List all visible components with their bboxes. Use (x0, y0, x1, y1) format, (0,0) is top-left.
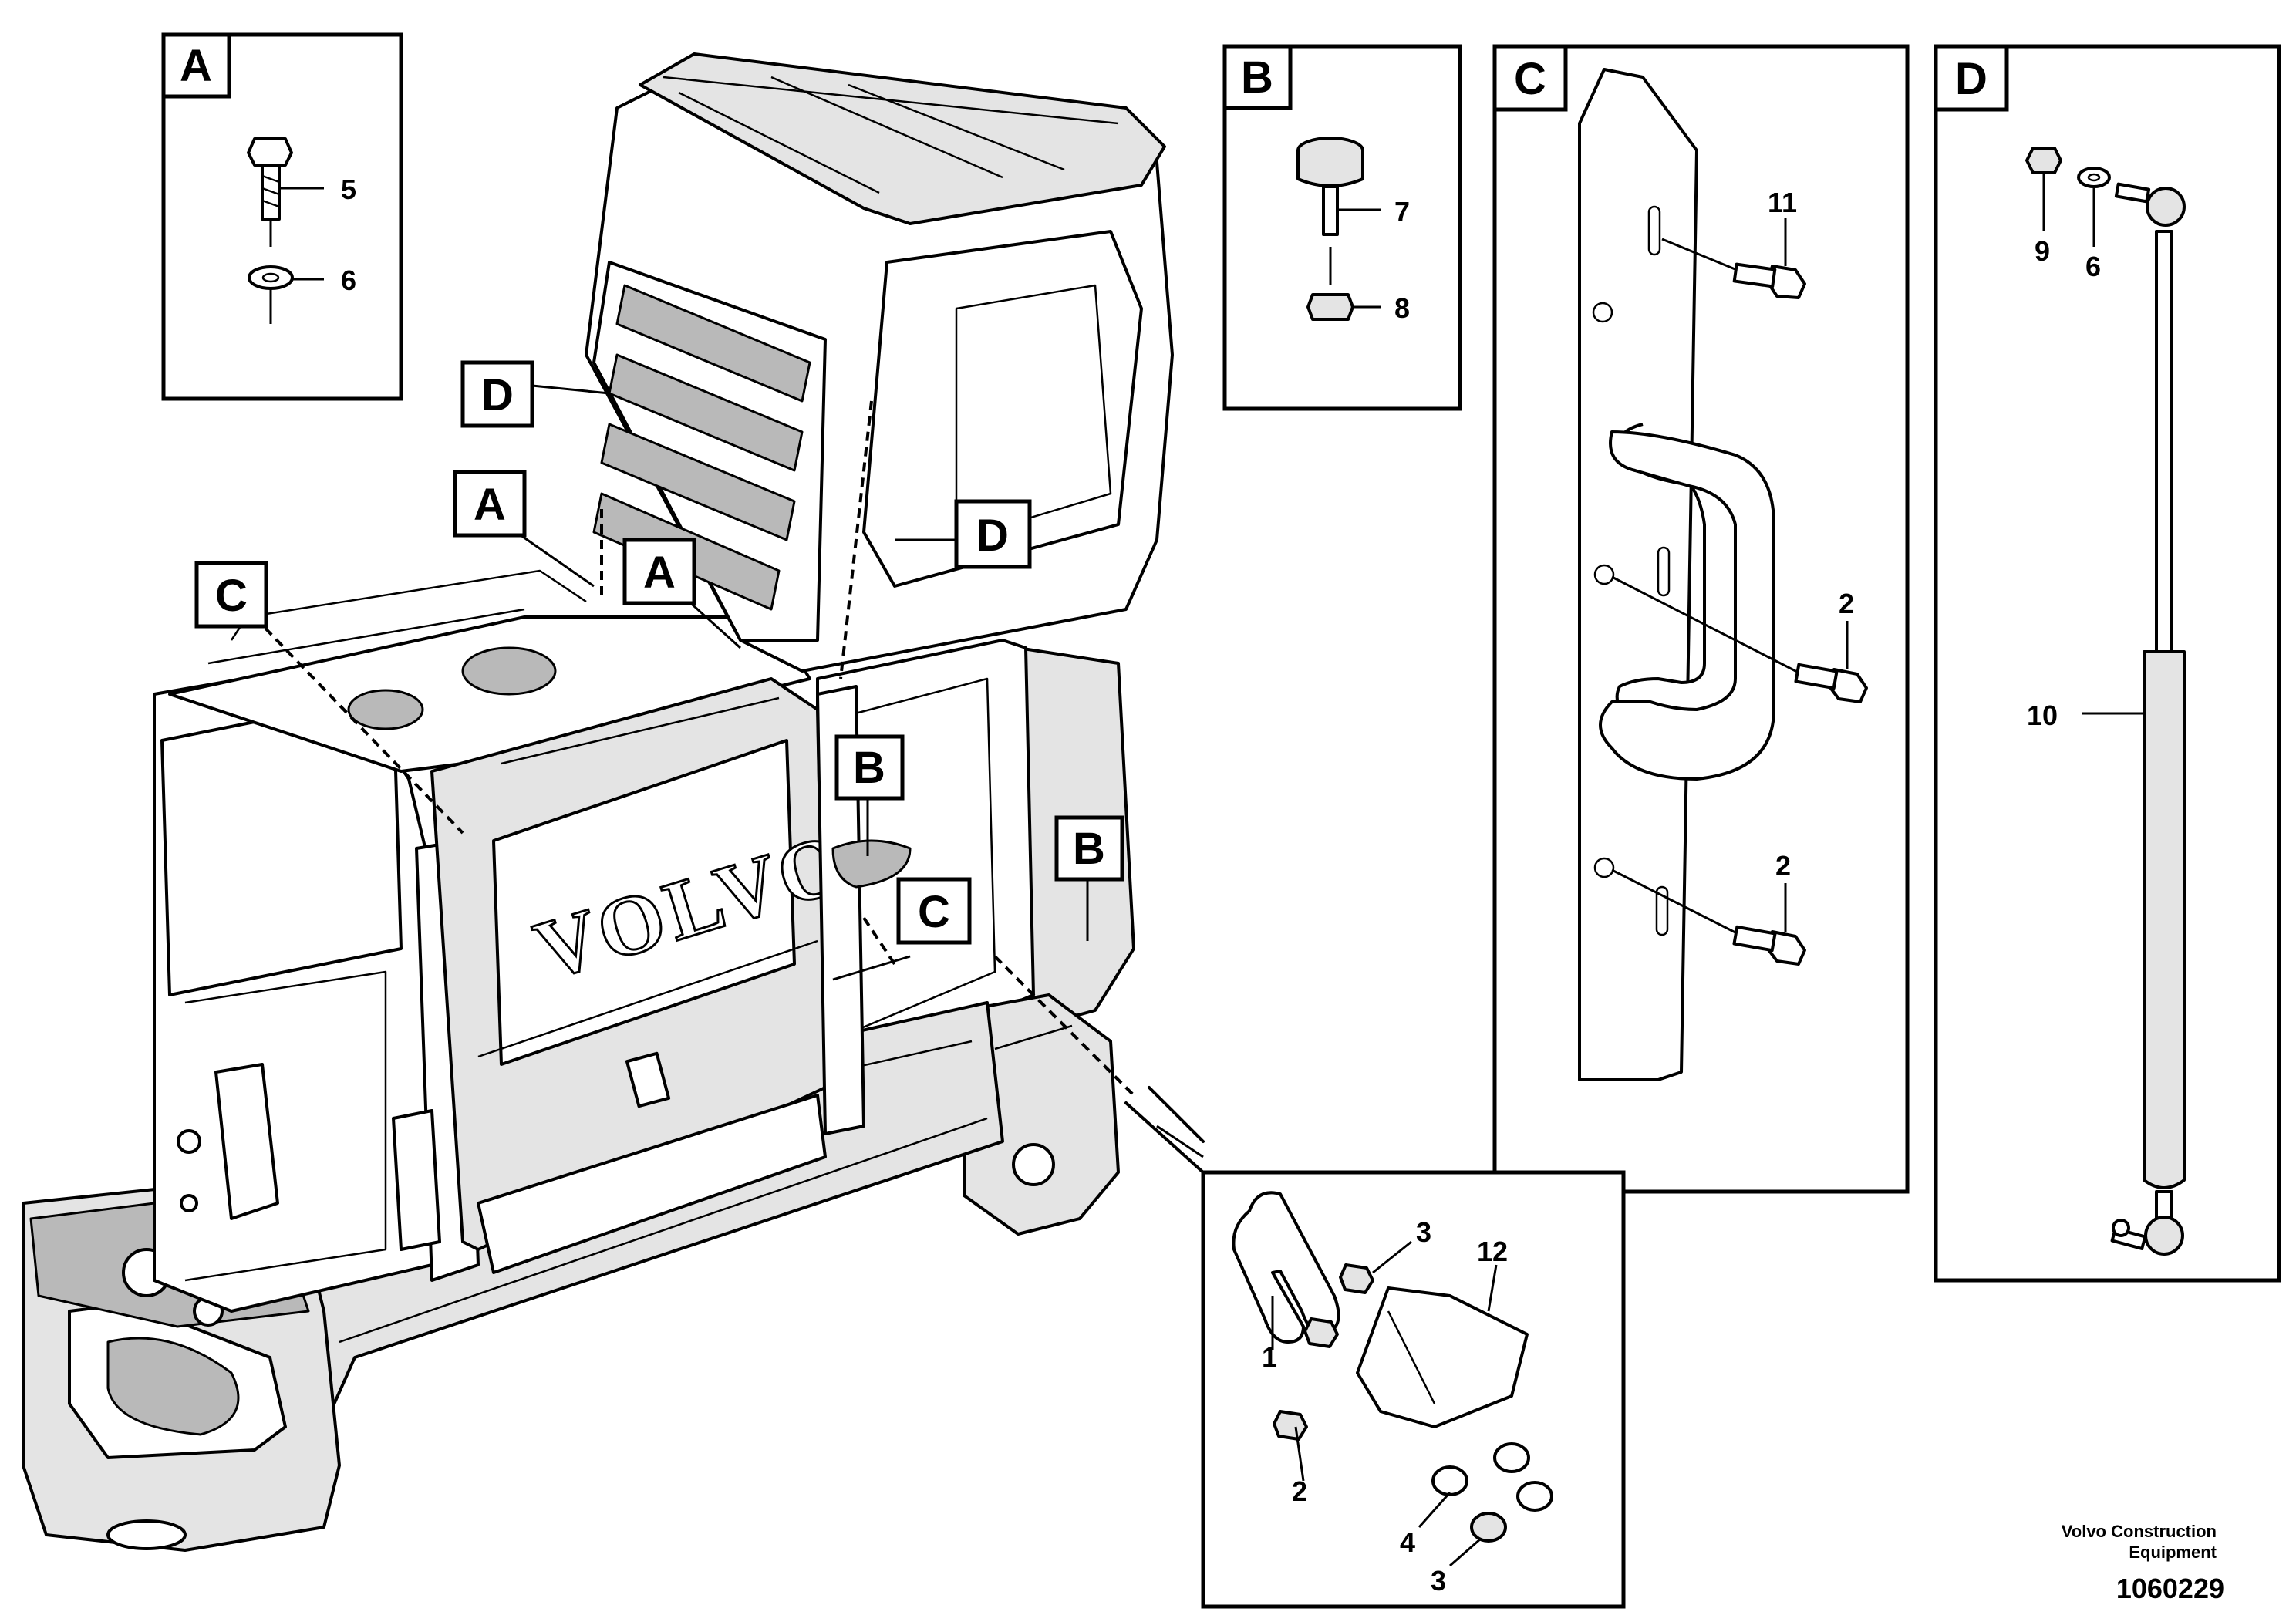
svg-text:C: C (1514, 54, 1546, 104)
svg-text:A: A (474, 480, 506, 530)
part-label-11: 11 (1768, 187, 1797, 218)
svg-text:B: B (1073, 824, 1105, 874)
callout-tag-d-left: D (460, 360, 534, 428)
drawing-number: 1060229 (2116, 1573, 2224, 1604)
svg-text:B: B (1241, 52, 1273, 103)
part-label-8: 8 (1394, 292, 1410, 324)
part-label-2-bracket: 2 (1292, 1475, 1307, 1507)
detail-a-panel: A 5 6 (161, 32, 403, 401)
svg-text:C: C (918, 887, 950, 937)
part-label-12: 12 (1477, 1236, 1508, 1267)
detail-b-panel: B 7 8 (1222, 44, 1462, 411)
part-label-3-lower: 3 (1431, 1565, 1446, 1597)
main-frame-assembly: VOLVO (22, 569, 1135, 1552)
part-label-5: 5 (341, 174, 356, 205)
footer-credit: Volvo Construction Equipment 1060229 (2062, 1522, 2224, 1604)
detail-c-panel: C 11 2 2 (1492, 44, 1910, 1194)
part-label-4: 4 (1400, 1526, 1415, 1558)
callout-tag-d-right: D (954, 499, 1032, 569)
company-line-1: Volvo Construction (2062, 1522, 2217, 1541)
part-label-3-upper: 3 (1416, 1216, 1431, 1248)
part-label-6: 6 (341, 265, 356, 296)
callout-tag-a-right: A (622, 538, 696, 605)
detail-d-panel: D 9 6 10 (1934, 44, 2281, 1283)
part-label-2-c-upper: 2 (1839, 588, 1854, 619)
svg-text:D: D (481, 370, 514, 420)
detail-bracket-panel: 1 12 3 2 4 3 (1124, 1086, 1626, 1609)
part-label-9: 9 (2035, 235, 2050, 267)
svg-text:B: B (853, 743, 885, 793)
callout-tag-a-left: A (453, 470, 527, 538)
part-label-7: 7 (1394, 196, 1410, 228)
part-label-1: 1 (1262, 1341, 1277, 1373)
svg-text:C: C (215, 571, 248, 621)
callout-tag-b-center: B (834, 734, 905, 801)
svg-text:A: A (643, 548, 676, 598)
part-label-2-c-lower: 2 (1775, 850, 1791, 882)
svg-text:A: A (180, 41, 212, 91)
callout-tag-c-center: C (896, 877, 972, 945)
callout-tag-b-right: B (1054, 815, 1124, 882)
svg-text:D: D (976, 511, 1009, 561)
callout-tag-c-left: C (194, 561, 268, 629)
company-line-2: Equipment (2129, 1543, 2217, 1562)
part-label-10: 10 (2027, 700, 2058, 731)
svg-text:D: D (1955, 54, 1988, 104)
part-label-6-d: 6 (2085, 251, 2101, 282)
